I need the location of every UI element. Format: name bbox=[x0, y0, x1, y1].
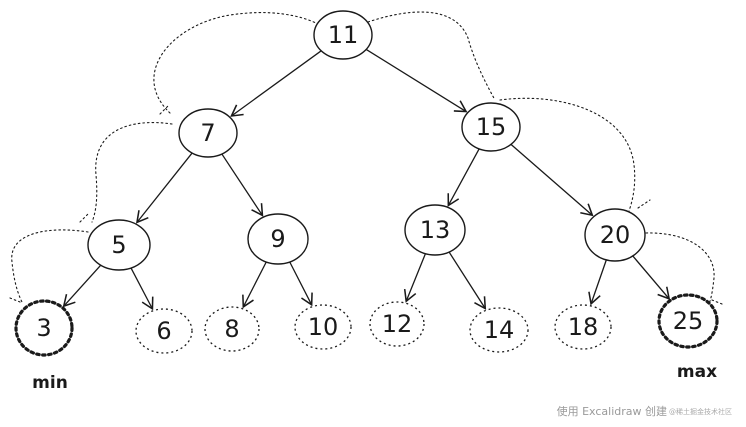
node-label: 11 bbox=[328, 21, 359, 49]
node-ellipse bbox=[135, 308, 193, 354]
node-label: 20 bbox=[600, 221, 631, 249]
node-ellipse bbox=[554, 304, 612, 350]
watermark-sub-text: @稀土掘金技术社区 bbox=[669, 408, 732, 416]
node-label: 9 bbox=[270, 225, 285, 253]
tree-node-11: 11 bbox=[313, 10, 373, 60]
tree-node-8: 8 bbox=[204, 306, 260, 352]
edge-n20-n25 bbox=[632, 255, 671, 301]
node-label: 10 bbox=[308, 313, 339, 341]
node-ellipse bbox=[404, 204, 466, 256]
edge-n11-n7 bbox=[230, 50, 322, 117]
edge-n13-n14 bbox=[448, 251, 487, 310]
node-label: 12 bbox=[382, 310, 413, 338]
node-ellipse bbox=[469, 307, 529, 353]
node-ellipse bbox=[461, 102, 521, 152]
traversal-path-segment bbox=[711, 299, 723, 305]
node-ellipse bbox=[369, 301, 425, 347]
min-label: min bbox=[32, 373, 68, 393]
tree-node-12: 12 bbox=[369, 301, 425, 347]
node-ellipse bbox=[87, 219, 151, 271]
node-label: 13 bbox=[420, 216, 451, 244]
node-ellipse bbox=[247, 213, 309, 265]
node-ellipse bbox=[178, 108, 238, 158]
edge-n11-n15 bbox=[365, 48, 468, 113]
tree-node-10: 10 bbox=[294, 304, 352, 350]
traversal-path-segment bbox=[637, 199, 651, 209]
edge-n13-n12 bbox=[403, 253, 427, 303]
tree-node-9: 9 bbox=[247, 213, 309, 265]
traversal-path-segment bbox=[9, 297, 21, 303]
node-label: 7 bbox=[200, 119, 215, 147]
tree-node-3: 3 bbox=[14, 299, 74, 357]
edge-n5-n6 bbox=[130, 267, 154, 311]
tree-node-13: 13 bbox=[404, 204, 466, 256]
node-ellipse bbox=[204, 306, 260, 352]
node-label: 14 bbox=[484, 316, 515, 344]
tree-node-25: 25 bbox=[657, 293, 719, 349]
node-label: 6 bbox=[156, 317, 171, 345]
traversal-path-segment bbox=[367, 11, 496, 101]
max-label: max bbox=[677, 362, 717, 382]
node-label: 25 bbox=[673, 307, 704, 335]
tree-node-5: 5 bbox=[87, 219, 151, 271]
traversal-path-segment bbox=[79, 213, 89, 223]
tree-node-20: 20 bbox=[584, 208, 646, 262]
edge-n5-n3 bbox=[62, 264, 102, 308]
node-label: 18 bbox=[568, 313, 599, 341]
tree-node-18: 18 bbox=[554, 304, 612, 350]
edge-n20-n18 bbox=[588, 259, 607, 306]
edge-n15-n20 bbox=[510, 143, 594, 217]
tree-node-14: 14 bbox=[469, 307, 529, 353]
node-label: 5 bbox=[111, 231, 126, 259]
edge-n9-n8 bbox=[242, 261, 267, 309]
edge-n15-n13 bbox=[447, 148, 480, 207]
tree-node-15: 15 bbox=[461, 102, 521, 152]
node-ellipse bbox=[657, 293, 719, 349]
traversal-path-segment bbox=[11, 229, 89, 303]
traversal-path-segment bbox=[91, 122, 173, 223]
tree-node-7: 7 bbox=[178, 108, 238, 158]
node-ellipse bbox=[294, 304, 352, 350]
traversal-path-segment bbox=[499, 97, 636, 215]
node-ellipse bbox=[14, 299, 74, 357]
watermark-text: 使用 Excalidraw 创建 bbox=[556, 405, 667, 418]
excalidraw-watermark: 使用 Excalidraw 创建@稀土掘金技术社区 bbox=[557, 403, 732, 419]
edge-n7-n9 bbox=[221, 153, 264, 217]
tree-node-6: 6 bbox=[135, 308, 193, 354]
node-label: 3 bbox=[36, 314, 51, 342]
traversal-path-segment bbox=[153, 12, 319, 114]
node-ellipse bbox=[313, 10, 373, 60]
edge-n7-n5 bbox=[135, 152, 193, 224]
node-label: 8 bbox=[224, 315, 239, 343]
node-label: 15 bbox=[476, 113, 507, 141]
node-ellipse bbox=[584, 208, 646, 262]
traversal-path-segment bbox=[159, 105, 169, 115]
edge-n9-n10 bbox=[289, 261, 313, 307]
